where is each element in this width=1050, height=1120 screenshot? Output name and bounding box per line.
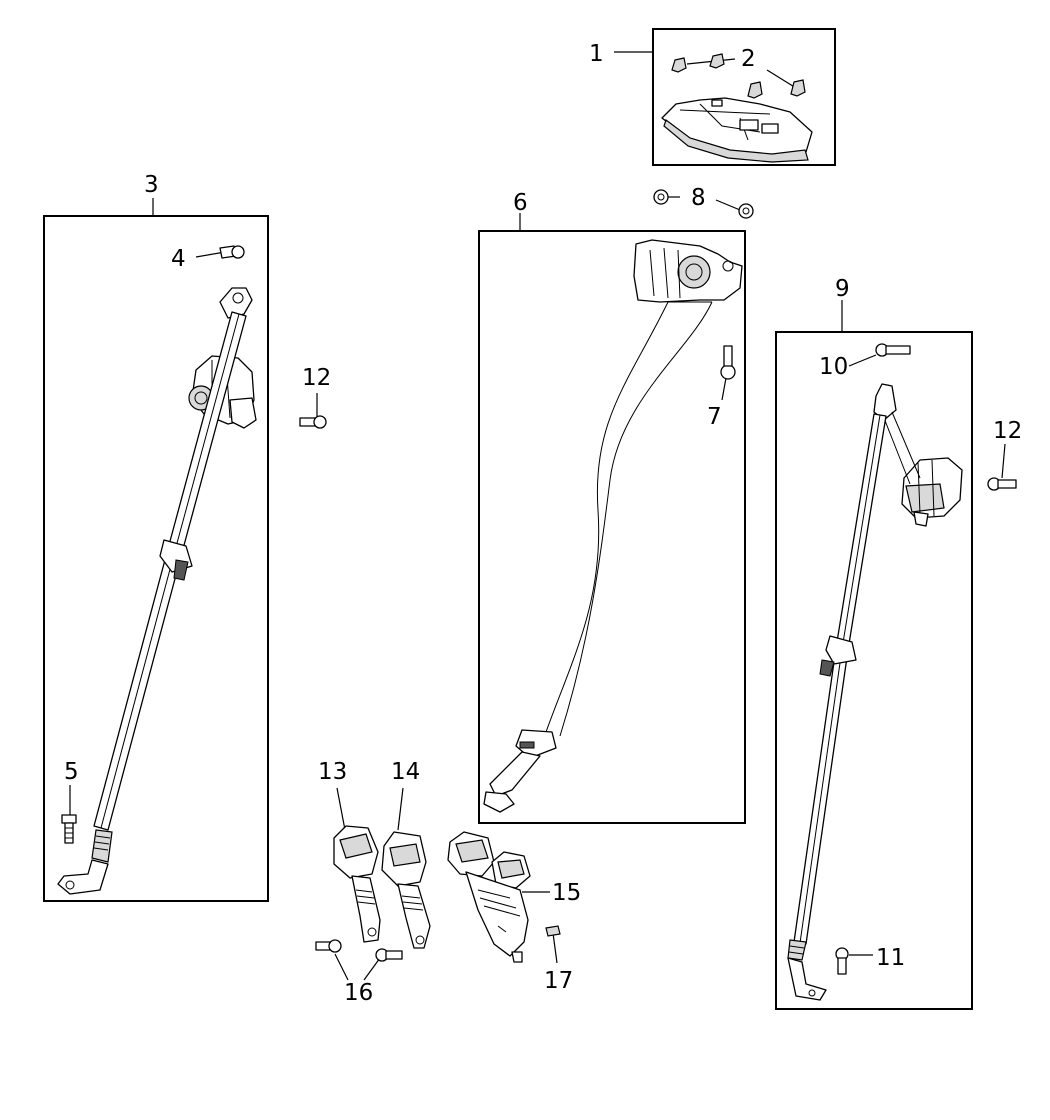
callout-4: 4 xyxy=(171,246,186,272)
callout-labels: 1 2 3 4 5 6 7 8 9 10 11 12 12 13 14 15 1… xyxy=(64,41,1022,1006)
box-part-1 xyxy=(652,28,836,166)
buckle-13 xyxy=(333,825,381,943)
left-seat-belt-assembly xyxy=(57,287,257,895)
box-part-3 xyxy=(43,215,269,902)
right-seat-belt-assembly xyxy=(787,383,963,1001)
callout-14: 14 xyxy=(391,759,420,785)
callout-11: 11 xyxy=(876,945,905,971)
callout-3: 3 xyxy=(144,172,159,198)
callout-12-left: 12 xyxy=(302,365,331,391)
buckle-14 xyxy=(381,831,431,949)
callout-13: 13 xyxy=(318,759,347,785)
bolt-12-right xyxy=(987,477,1017,491)
bolt-11 xyxy=(835,947,849,975)
box-part-9 xyxy=(775,331,973,1010)
callout-15: 15 xyxy=(552,880,581,906)
callout-9: 9 xyxy=(835,276,850,302)
bolt-10 xyxy=(875,343,911,357)
callout-17: 17 xyxy=(544,968,573,994)
callout-12-right: 12 xyxy=(993,418,1022,444)
bolt-4 xyxy=(219,245,245,259)
center-seat-belt-assembly xyxy=(483,239,743,813)
callout-1: 1 xyxy=(589,41,604,67)
overhead-console xyxy=(661,97,813,163)
bolt-5 xyxy=(61,814,77,844)
callout-6: 6 xyxy=(513,190,528,216)
callout-10: 10 xyxy=(819,354,848,380)
clip-17 xyxy=(545,925,561,937)
nut-8 xyxy=(653,189,754,219)
bolt-7 xyxy=(720,345,736,380)
leader-lines xyxy=(69,51,1006,981)
callout-8: 8 xyxy=(691,185,706,211)
callout-2: 2 xyxy=(741,46,756,72)
buckle-15 xyxy=(447,831,531,963)
bolt-16 xyxy=(315,939,403,962)
callout-5: 5 xyxy=(64,759,79,785)
clip-set xyxy=(671,53,806,99)
bolt-12-left xyxy=(299,415,327,429)
box-part-6 xyxy=(478,230,746,824)
callout-16: 16 xyxy=(344,980,373,1006)
callout-7: 7 xyxy=(707,404,722,430)
